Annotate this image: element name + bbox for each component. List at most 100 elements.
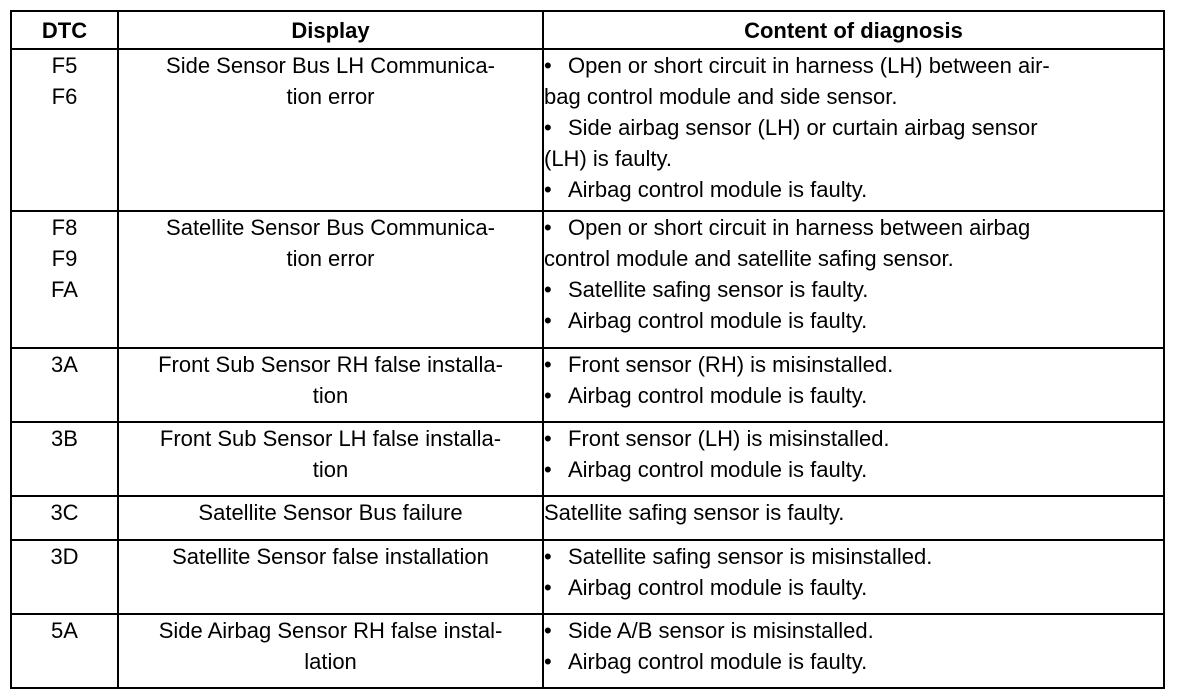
diagnosis-text: Airbag control module is faulty. — [568, 308, 868, 333]
diagnosis-line: • Airbag control module is faulty. — [544, 380, 1163, 411]
display-cell: Side Sensor Bus LH Communica-tion error — [117, 48, 544, 212]
diagnosis-text: Open or short circuit in harness (LH) be… — [568, 53, 1050, 78]
dtc-code: 3D — [50, 544, 79, 569]
table-row: 3C Satellite Sensor Bus failure Satellite … — [10, 495, 1165, 541]
display-text: Front Sub Sensor RH false installa- — [158, 352, 503, 377]
dtc-code: 5A — [51, 618, 78, 643]
dtc-cell: 3D — [10, 539, 119, 615]
display-text: tion error — [286, 84, 375, 109]
display-text: lation — [304, 649, 357, 674]
content-cell: Satellite safing sensor is faulty. — [542, 495, 1165, 541]
diagnosis-text: Satellite safing sensor is faulty. — [544, 500, 845, 525]
bullet-icon: • — [544, 575, 552, 600]
bullet-icon: • — [544, 426, 552, 451]
bullet-icon: • — [544, 457, 552, 482]
display-text: Front Sub Sensor LH false installa- — [159, 426, 502, 451]
display-cell: Front Sub Sensor LH false installa-tion — [117, 421, 544, 497]
diagnosis-line: • Airbag control module is faulty. — [544, 572, 1163, 603]
display-cell: Satellite Sensor Bus Communica-tion erro… — [117, 210, 544, 349]
bullet-icon: • — [544, 618, 552, 643]
dtc-cell: 3A — [10, 347, 119, 423]
display-cell: Satellite Sensor false installation — [117, 539, 544, 615]
bullet-icon: • — [544, 544, 552, 569]
dtc-code: F8 — [51, 215, 78, 240]
diagnosis-line: • Open or short circuit in harness betwee… — [544, 212, 1163, 243]
display-text: Side Airbag Sensor RH false instal- — [158, 618, 503, 643]
dtc-code: F6 — [51, 84, 78, 109]
table-header: DTC Display Content of diagnosis — [10, 10, 1165, 50]
display-cell: Side Airbag Sensor RH false instal-latio… — [117, 613, 544, 689]
diagnosis-line: • Airbag control module is faulty. — [544, 174, 1163, 205]
table-row: 3B Front Sub Sensor LH false installa-tio… — [10, 421, 1165, 497]
display-cell: Front Sub Sensor RH false installa-tion — [117, 347, 544, 423]
display-text: tion — [312, 457, 349, 482]
display-text: Satellite Sensor false installation — [172, 544, 489, 569]
diagnosis-text: (LH) is faulty. — [544, 146, 672, 171]
dtc-code: 3C — [50, 500, 79, 525]
header-row: DTC Display Content of diagnosis — [10, 10, 1165, 50]
diagnosis-text: bag control module and side sensor. — [544, 84, 898, 109]
table-row: 3D Satellite Sensor false installation • Sa… — [10, 539, 1165, 615]
table-row: 5A Side Airbag Sensor RH false instal-lat… — [10, 613, 1165, 689]
diagnosis-line: bag control module and side sensor. — [544, 81, 1163, 112]
dtc-code: FA — [51, 277, 78, 302]
diagnosis-line: (LH) is faulty. — [544, 143, 1163, 174]
content-cell: • Front sensor (RH) is misinstalled. • Airb… — [542, 347, 1165, 423]
diagnosis-line: • Side A/B sensor is misinstalled. — [544, 615, 1163, 646]
diagnosis-line: • Front sensor (LH) is misinstalled. — [544, 423, 1163, 454]
display-text: Side Sensor Bus LH Communica- — [166, 53, 495, 78]
content-cell: • Open or short circuit in harness betwee… — [542, 210, 1165, 349]
content-cell: • Front sensor (LH) is misinstalled. • Airb… — [542, 421, 1165, 497]
diagnosis-line: •Side airbag sensor (LH) or curtain airb… — [544, 112, 1163, 143]
diagnosis-text: Front sensor (LH) is misinstalled. — [568, 426, 890, 451]
diagnosis-text: Front sensor (RH) is misinstalled. — [568, 352, 894, 377]
diagnosis-line: • Satellite safing sensor is misinstalled… — [544, 541, 1163, 572]
diagnosis-text: Satellite safing sensor is misinstalled. — [568, 544, 933, 569]
display-text: Satellite Sensor Bus failure — [198, 500, 463, 525]
diagnosis-line: • Satellite safing sensor is faulty. — [544, 274, 1163, 305]
content-cell: • Open or short circuit in harness (LH) b… — [542, 48, 1165, 212]
content-cell: • Satellite safing sensor is misinstalled… — [542, 539, 1165, 615]
bullet-icon: • — [544, 352, 552, 377]
bullet-icon: • — [544, 215, 552, 240]
header-display: Display — [117, 10, 544, 50]
diagnosis-line: • Airbag control module is faulty. — [544, 646, 1163, 677]
header-content: Content of diagnosis — [542, 10, 1165, 50]
dtc-code: 3B — [51, 426, 78, 451]
display-text: tion — [312, 383, 349, 408]
bullet-icon: • — [544, 177, 552, 202]
display-text: tion error — [286, 246, 375, 271]
diagnosis-text: Side A/B sensor is misinstalled. — [568, 618, 874, 643]
bullet-icon: • — [544, 308, 552, 333]
bullet-icon: • — [544, 649, 552, 674]
header-dtc: DTC — [10, 10, 119, 50]
diagnosis-text: Airbag control module is faulty. — [568, 575, 868, 600]
diagnosis-line: • Airbag control module is faulty. — [544, 454, 1163, 485]
bullet-icon: • — [544, 383, 552, 408]
bullet-icon: • — [544, 53, 552, 78]
diagnosis-line: • Front sensor (RH) is misinstalled. — [544, 349, 1163, 380]
diagnosis-line: • Open or short circuit in harness (LH) b… — [544, 50, 1163, 81]
dtc-cell: 3C — [10, 495, 119, 541]
diagnosis-line: control module and satellite safing sens… — [544, 243, 1163, 274]
diagnosis-text: Airbag control module is faulty. — [568, 177, 868, 202]
diagnosis-text: Open or short circuit in harness between… — [568, 215, 1031, 240]
content-cell: • Side A/B sensor is misinstalled. • Airbag… — [542, 613, 1165, 689]
display-text: Satellite Sensor Bus Communica- — [166, 215, 495, 240]
diagnosis-line: • Airbag control module is faulty. — [544, 305, 1163, 336]
diagnosis-text: Airbag control module is faulty. — [568, 383, 868, 408]
diagnosis-text: Airbag control module is faulty. — [568, 649, 868, 674]
dtc-code: 3A — [51, 352, 78, 377]
bullet-icon: • — [544, 277, 552, 302]
diagnosis-text: Airbag control module is faulty. — [568, 457, 868, 482]
bullet-icon: • — [544, 115, 552, 140]
diagnosis-text: Satellite safing sensor is faulty. — [568, 277, 869, 302]
diagnosis-text: control module and satellite safing sens… — [544, 246, 954, 271]
diagnosis-line: Satellite safing sensor is faulty. — [544, 497, 1163, 528]
